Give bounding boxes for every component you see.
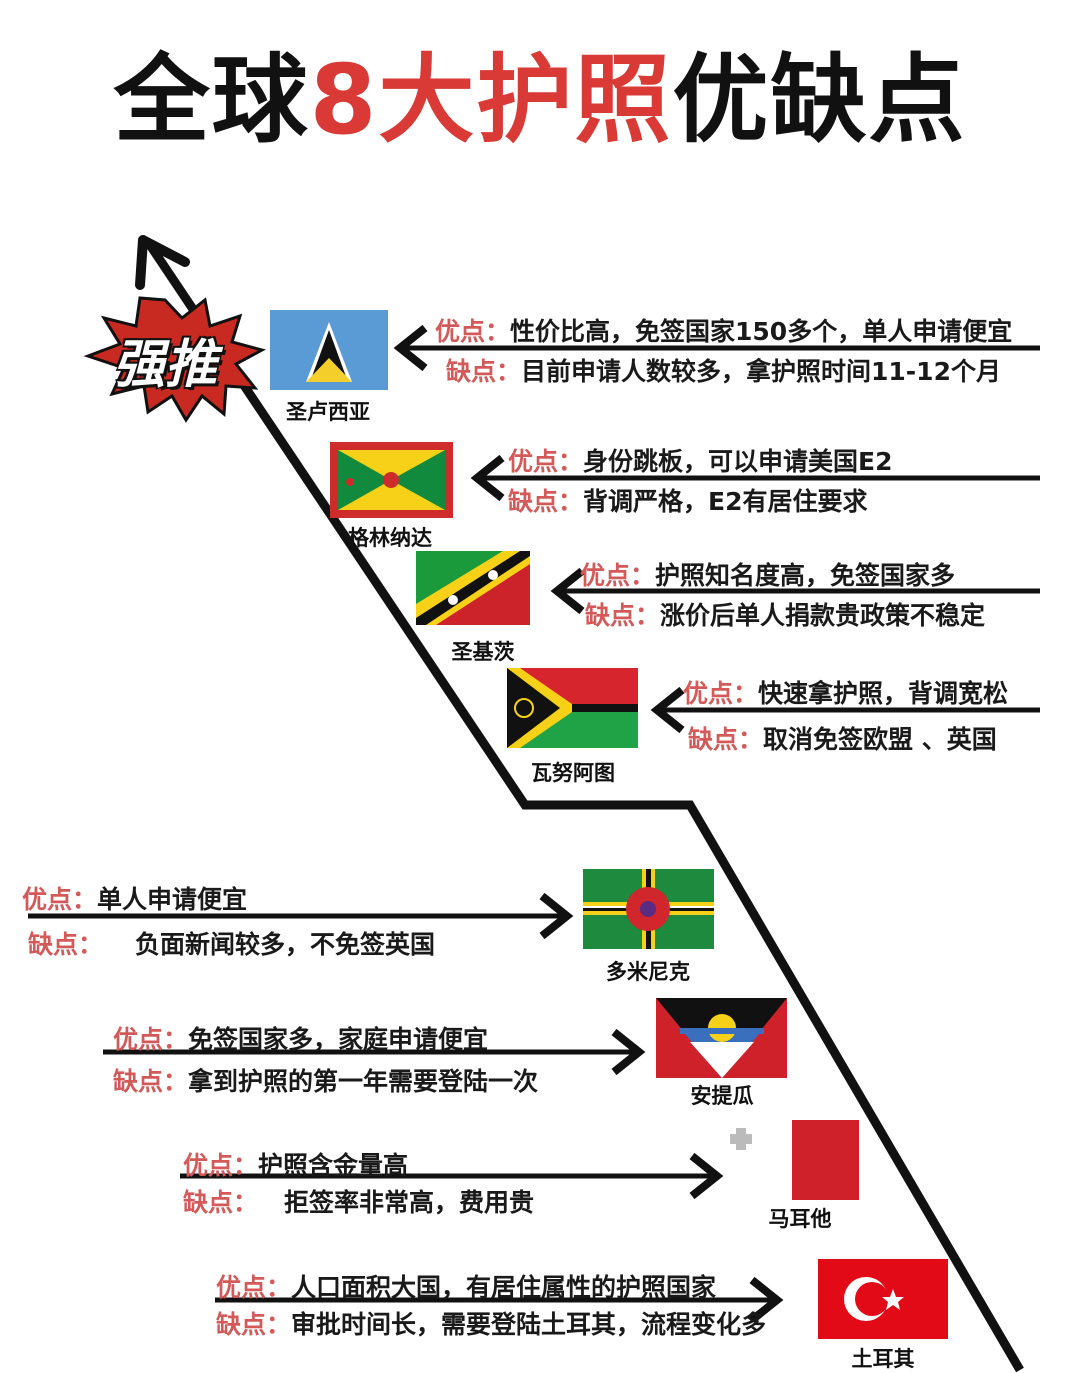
entry-5-pros: 优点：单人申请便宜 bbox=[22, 885, 248, 914]
entry-8-cons: 缺点：审批时间长，需要登陆土耳其，流程变化多 bbox=[216, 1310, 767, 1339]
entry-4-cons: 缺点：取消免签欧盟 、英国 bbox=[688, 725, 997, 754]
dominica-flag-icon bbox=[583, 869, 714, 949]
grenada-flag-icon bbox=[330, 442, 453, 518]
recommend-badge: 强推 bbox=[112, 335, 217, 395]
entry-7-cons: 缺点：拒签率非常高，费用贵 bbox=[183, 1188, 535, 1217]
entry-5-country: 多米尼克 bbox=[606, 960, 690, 984]
entry-3-pros: 优点：护照知名度高，免签国家多 bbox=[580, 561, 956, 590]
entry-2-country: 格林纳达 bbox=[348, 526, 432, 550]
entry-7-pros: 优点：护照含金量高 bbox=[183, 1151, 409, 1180]
entry-8-pros: 优点：人口面积大国，有居住属性的护照国家 bbox=[216, 1273, 717, 1302]
arrows bbox=[28, 324, 1040, 1324]
page-title: 全球8大护照优缺点 bbox=[0, 40, 1080, 160]
antigua-flag-icon bbox=[656, 998, 787, 1078]
entry-4-pros: 优点：快速拿护照，背调宽松 bbox=[683, 679, 1009, 708]
trend-line bbox=[135, 235, 1024, 1373]
title-part-1: 全球 bbox=[113, 44, 310, 156]
saint-kitts-flag-icon bbox=[416, 551, 530, 625]
entry-5-cons: 缺点：负面新闻较多，不免签英国 bbox=[28, 930, 436, 959]
entry-1-country: 圣卢西亚 bbox=[286, 400, 370, 424]
title-part-3: 优缺点 bbox=[672, 44, 967, 156]
turkey-flag-icon bbox=[818, 1259, 948, 1339]
entry-6-cons: 缺点：拿到护照的第一年需要登陆一次 bbox=[113, 1067, 539, 1096]
saint-lucia-flag-icon bbox=[270, 310, 388, 390]
entry-6-pros: 优点：免签国家多，家庭申请便宜 bbox=[113, 1025, 489, 1054]
entry-8-country: 土耳其 bbox=[851, 1347, 915, 1371]
entry-6-country: 安提瓜 bbox=[690, 1084, 754, 1108]
entry-1-pros: 优点：性价比高，免签国家150多个，单人申请便宜 bbox=[435, 317, 1013, 346]
entry-2-cons: 缺点：背调严格，E2有居住要求 bbox=[508, 487, 868, 516]
entry-3-cons: 缺点：涨价后单人捐款贵政策不稳定 bbox=[585, 601, 986, 630]
recommend-burst-icon bbox=[83, 296, 267, 423]
entry-4-country: 瓦努阿图 bbox=[531, 761, 615, 785]
malta-flag-icon bbox=[726, 1120, 859, 1200]
title-part-2: 8大护照 bbox=[309, 44, 673, 156]
vanuatu-flag-icon bbox=[507, 668, 638, 748]
entry-1-cons: 缺点：目前申请人数较多，拿护照时间11-12个月 bbox=[446, 357, 1001, 386]
entry-2-pros: 优点：身份跳板，可以申请美国E2 bbox=[508, 447, 893, 476]
entry-7-country: 马耳他 bbox=[768, 1207, 832, 1231]
entry-3-country: 圣基茨 bbox=[451, 640, 515, 664]
